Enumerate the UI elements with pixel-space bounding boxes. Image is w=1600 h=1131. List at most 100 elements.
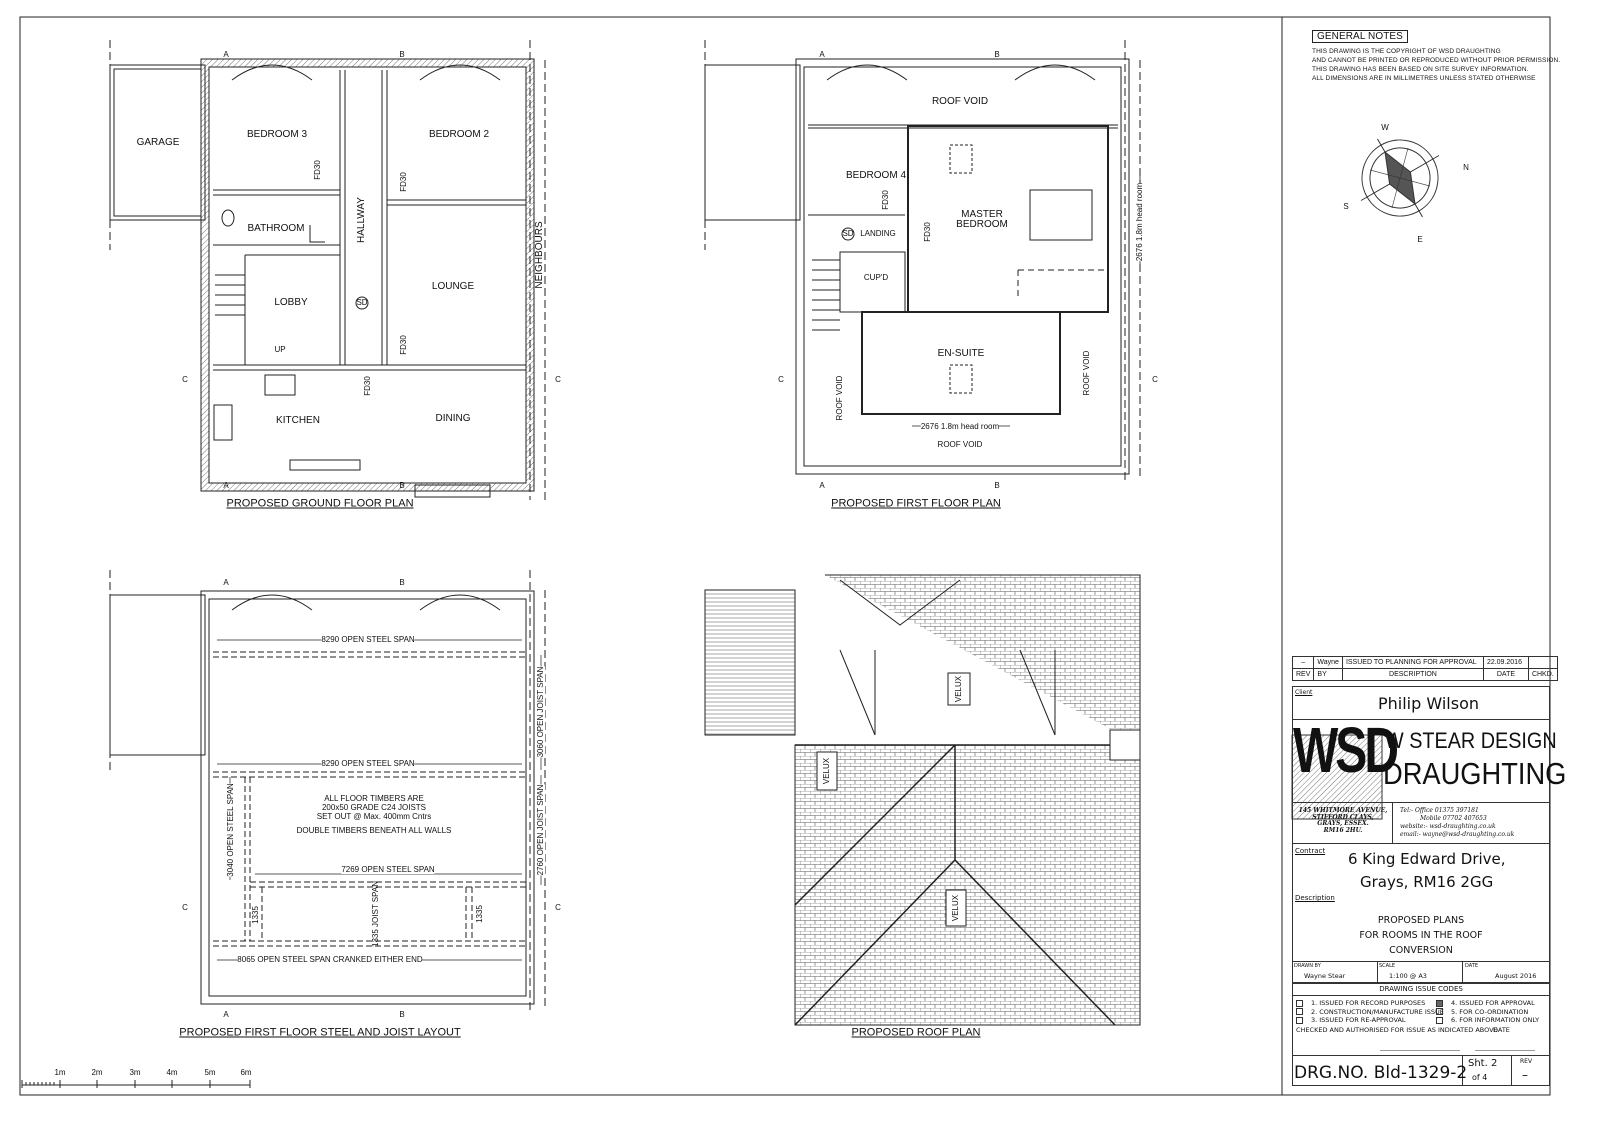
section-mark-c: C [555, 375, 561, 384]
door-tag: FD30 [881, 190, 890, 210]
door-tag: FD30 [923, 222, 932, 242]
rev-header: REV [1291, 668, 1315, 681]
sheet-total: of 4 [1472, 1073, 1488, 1082]
website-label: website:- [1400, 823, 1428, 830]
room-en-suite: EN-SUITE [937, 348, 985, 359]
address-line: RM16 2HU. [1323, 826, 1363, 834]
general-notes-heading: GENERAL NOTES [1312, 30, 1408, 43]
span-dimension: 1335 [475, 905, 484, 923]
door-tag: FD30 [399, 172, 408, 192]
contract-label: Contract [1295, 847, 1326, 855]
rev-label: REV [1520, 1058, 1533, 1065]
span-dimension: 1335 [251, 906, 260, 924]
scale-bar [21, 1080, 251, 1088]
company-name-line2: DRAUGHTING [1383, 756, 1567, 791]
revision-header: REV BY DESCRIPTION DATE CHKD. [1291, 668, 1558, 681]
scale-value: 1:100 @ A3 [1389, 972, 1427, 980]
issue-code-label: 2. CONSTRUCTION/MANUFACTURE ISSUE [1311, 1007, 1444, 1016]
rev-value: – [1522, 1068, 1528, 1082]
issue-code-label: 4. ISSUED FOR APPROVAL [1451, 999, 1535, 1007]
section-mark-c: C [1152, 375, 1158, 384]
company-name-line1: W STEAR DESIGN [1385, 728, 1557, 753]
room-lounge: LOUNGE [431, 281, 475, 292]
sheet-number: Sht. 2 [1468, 1058, 1498, 1069]
stairs-up-label: UP [274, 345, 286, 354]
joist-note: DOUBLE TIMBERS BENEATH ALL WALLS [296, 826, 452, 835]
smoke-detector-label: SD [356, 298, 368, 307]
note-line: AND CANNOT BE PRINTED OR REPRODUCED WITH… [1312, 57, 1561, 64]
section-mark-a: A [223, 481, 229, 490]
description-label: Description [1295, 894, 1335, 902]
email-link[interactable]: wayne@wsd-draughting.co.uk [1422, 831, 1515, 838]
door-tag: FD30 [399, 335, 408, 355]
drawing-description: PROPOSED PLANS FOR ROOMS IN THE ROOF CON… [1292, 913, 1550, 958]
door-tag: FD30 [313, 160, 322, 180]
scale-tick: 1m [54, 1068, 66, 1077]
issue-codes-left: 1. ISSUED FOR RECORD PURPOSES 2. CONSTRU… [1296, 999, 1444, 1025]
span-dimension: 1335 JOIST SPAN [371, 881, 380, 947]
address-line: 145 WHITMORE AVENUE, [1298, 807, 1388, 814]
room-master-bedroom: MASTER BEDROOM [956, 209, 1008, 230]
issue-code-label: 3. ISSUED FOR RE-APPROVAL [1311, 1016, 1406, 1024]
company-address: 145 WHITMORE AVENUE, STIFFORD CLAYS, GRA… [1294, 807, 1392, 834]
checkbox[interactable] [1296, 1016, 1303, 1024]
scale-tick: 5m [204, 1068, 216, 1077]
room-landing: LANDING [860, 229, 896, 238]
email-label: email:- [1400, 831, 1421, 838]
client-name: Philip Wilson [1378, 694, 1479, 713]
checkbox[interactable] [1296, 999, 1303, 1007]
date-label: DATE [1465, 963, 1479, 969]
neighbours-label: NEIGHBOURS [534, 221, 545, 289]
first-floor-plan [704, 40, 1141, 480]
sheet-border [19, 16, 1551, 1096]
address-line: GRAYS, ESSEX. [1317, 820, 1369, 827]
date-cell: 22.09.2016 [1482, 656, 1529, 669]
client-label: Client [1295, 689, 1313, 696]
date-header: DATE [1482, 668, 1529, 681]
checked-date-label: DATE [1493, 1026, 1510, 1034]
contract-address-line2: Grays, RM16 2GG [1360, 873, 1494, 891]
issue-code-label: 6. FOR INFORMATION ONLY [1451, 1016, 1540, 1024]
issue-code-1: 1. ISSUED FOR RECORD PURPOSES [1296, 999, 1444, 1008]
room-garage: GARAGE [136, 137, 180, 148]
compass-w: W [1381, 123, 1389, 132]
section-mark-c: C [182, 903, 188, 912]
issue-code-5: 5. FOR CO-ORDINATION [1436, 1008, 1539, 1017]
by-cell: Wayne [1313, 656, 1343, 669]
drawn-by-value: Wayne Stear [1304, 972, 1346, 980]
span-dimension: 7269 OPEN STEEL SPAN [341, 865, 435, 874]
roof-plan-title: PROPOSED ROOF PLAN [851, 1026, 981, 1039]
room-roof-void: ROOF VOID [937, 440, 983, 449]
room-bedroom4: BEDROOM 4 [845, 170, 907, 181]
checked-authorised-text: CHECKED AND AUTHORISED FOR ISSUE AS INDI… [1296, 1026, 1498, 1034]
section-mark-a: A [819, 50, 825, 59]
compass-icon [1360, 138, 1440, 218]
checkbox[interactable] [1296, 1008, 1303, 1015]
issue-codes-heading: DRAWING ISSUE CODES [1379, 985, 1463, 993]
scale-tick: 4m [166, 1068, 178, 1077]
wsd-logo: WSD [1293, 714, 1399, 786]
section-mark-b: B [399, 50, 405, 59]
checkbox[interactable] [1436, 1008, 1443, 1015]
mobile-label: Mobile [1420, 815, 1441, 822]
company-contacts: Tel:- Office 01375 397181 Mobile 07702 4… [1400, 807, 1514, 839]
section-mark-b: B [399, 578, 405, 587]
contract-address-line1: 6 King Edward Drive, [1348, 850, 1506, 868]
span-dimension: 8290 OPEN STEEL SPAN [321, 635, 415, 644]
issue-code-6: 6. FOR INFORMATION ONLY [1436, 1016, 1539, 1025]
checkbox-checked[interactable] [1436, 999, 1443, 1007]
room-bathroom: BATHROOM [247, 223, 305, 234]
span-dimension: 8065 OPEN STEEL SPAN CRANKED EITHER END [237, 955, 423, 964]
by-header: BY [1313, 668, 1343, 681]
section-mark-a: A [223, 50, 229, 59]
chkd-cell [1527, 656, 1558, 669]
section-mark-b: B [994, 50, 1000, 59]
website-link[interactable]: wsd-draughting.co.uk [1429, 823, 1496, 830]
smoke-detector-label: SD [842, 229, 854, 238]
room-kitchen: KITCHEN [276, 415, 320, 426]
description-cell: ISSUED TO PLANNING FOR APPROVAL [1341, 656, 1484, 669]
checkbox[interactable] [1436, 1016, 1443, 1024]
span-dimension: 8290 OPEN STEEL SPAN [321, 759, 415, 768]
issue-code-3: 3. ISSUED FOR RE-APPROVAL [1296, 1016, 1444, 1025]
